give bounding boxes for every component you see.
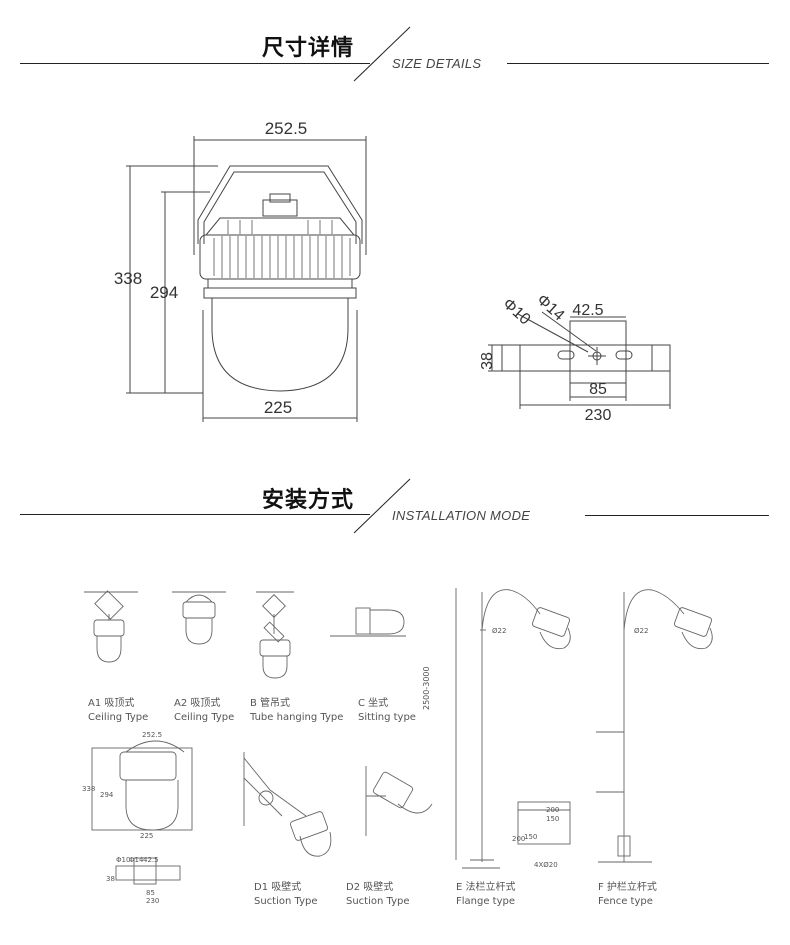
flange-width: 200 (546, 806, 560, 814)
header-rule-right (507, 63, 769, 64)
lamp-dimension-drawing: 252.5 338 294 225 (114, 119, 367, 422)
header-slash (353, 26, 411, 82)
dim-height-body: 294 (150, 283, 178, 302)
install-rule-right (585, 515, 769, 516)
pole-height-range: 2500-3000 (422, 666, 431, 710)
install-section-subtitle: INSTALLATION MODE (392, 508, 531, 523)
pipe-dia-e: Ø22 (492, 627, 507, 635)
dim-hole-spacing: 42.5 (572, 302, 603, 319)
dim-hole-large: Φ14 (533, 291, 567, 324)
dim-hole-small: Φ10 (499, 295, 533, 328)
pipe-dia-f: Ø22 (634, 627, 649, 635)
mini-dim-total-width: 230 (146, 897, 160, 905)
bracket-dimension-drawing: Φ10 Φ14 42.5 38 85 230 (479, 291, 671, 424)
mini-dim-hole-large: Φ14 (129, 856, 144, 864)
mini-dim-width-bottom: 225 (140, 832, 154, 840)
header-rule-left (20, 63, 370, 64)
flange-height-inner: 150 (524, 833, 538, 841)
flange-holes: 4XØ20 (534, 861, 558, 869)
install-sketches (84, 588, 713, 885)
dim-total-width: 230 (585, 407, 612, 424)
dim-inner-width: 85 (589, 381, 607, 398)
install-rule-left (20, 514, 370, 515)
install-slash (353, 478, 411, 534)
size-section-subtitle: SIZE DETAILS (392, 56, 482, 71)
mini-dim-width-top: 252.5 (142, 731, 163, 739)
dim-width-top: 252.5 (265, 119, 308, 138)
dim-bracket-height: 38 (479, 352, 496, 370)
flange-height: 200 (512, 835, 526, 843)
mini-dim-inner-width: 85 (146, 889, 155, 897)
mini-dim-bracket-height: 38 (106, 875, 115, 883)
size-section-title: 尺寸详情 (262, 36, 355, 61)
dim-width-bottom: 225 (264, 398, 292, 417)
mini-dim-height-total: 338 (82, 785, 96, 793)
mini-dim-hole-small: Φ10 (116, 856, 131, 864)
flange-inner: 150 (546, 815, 560, 823)
install-section-title: 安装方式 (262, 488, 355, 513)
dim-height-total: 338 (114, 269, 142, 288)
mini-dim-height-body: 294 (100, 791, 114, 799)
mini-dim-hole-spacing: 42.5 (143, 856, 159, 864)
